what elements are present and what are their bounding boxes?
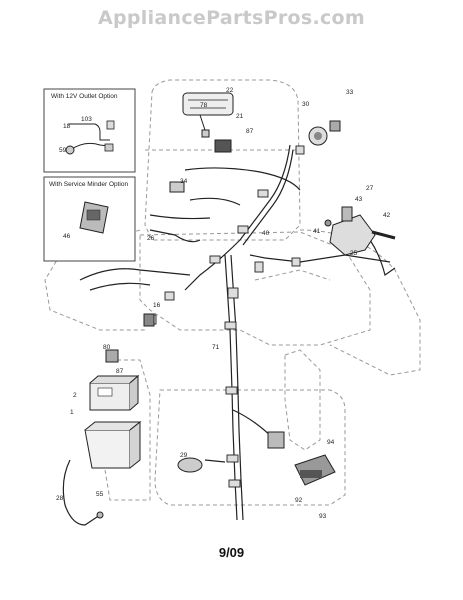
callout-87-battery: 87 xyxy=(116,368,124,375)
callout-103: 103 xyxy=(81,116,92,123)
callout-2: 2 xyxy=(73,392,77,399)
callout-22: 22 xyxy=(226,87,234,94)
callout-1: 1 xyxy=(70,409,74,416)
callout-93: 93 xyxy=(319,513,327,520)
callout-34: 34 xyxy=(180,178,188,185)
callout-40: 40 xyxy=(262,230,270,237)
callout-41: 41 xyxy=(313,228,321,235)
callout-33: 33 xyxy=(346,89,354,96)
component-switch-34 xyxy=(169,181,185,193)
callout-28: 28 xyxy=(56,495,64,502)
component-battery-tray xyxy=(84,420,142,469)
callout-46: 46 xyxy=(63,233,71,240)
inset-minder-title: With Service Minder Option xyxy=(49,181,128,188)
callout-80: 80 xyxy=(103,344,111,351)
component-ground-wire-28 xyxy=(96,511,104,519)
callout-87-top: 87 xyxy=(246,128,254,135)
component-fuse-holder xyxy=(267,431,285,449)
component-switch-87-top xyxy=(214,139,232,153)
component-switch-16 xyxy=(143,313,155,327)
callout-27: 27 xyxy=(366,185,374,192)
watermark-text: AppliancePartsPros.com xyxy=(97,7,365,29)
callout-30: 30 xyxy=(302,101,310,108)
callout-21: 21 xyxy=(236,113,244,120)
page-footer-date: 9/09 xyxy=(218,545,245,560)
callout-18: 18 xyxy=(63,123,71,130)
callout-43: 43 xyxy=(355,196,363,203)
component-solenoid-starter xyxy=(324,206,396,256)
callout-78: 78 xyxy=(200,102,208,109)
callout-42: 42 xyxy=(383,212,391,219)
callout-71: 71 xyxy=(212,344,220,351)
component-headlight-assembly xyxy=(182,92,234,138)
callout-92: 92 xyxy=(295,497,303,504)
callout-26: 26 xyxy=(147,235,155,242)
callout-59: 59 xyxy=(59,147,67,154)
callout-55: 55 xyxy=(96,491,104,498)
callout-94: 94 xyxy=(327,439,335,446)
component-seat-switch-29 xyxy=(177,457,203,473)
callout-29: 29 xyxy=(180,452,188,459)
inset-outlet-title: With 12V Outlet Option xyxy=(51,93,118,100)
inset-outlet-option: With 12V Outlet Option xyxy=(43,88,136,173)
component-switch-80 xyxy=(105,349,119,363)
component-battery xyxy=(89,374,140,411)
callout-labels: 22 78 21 87 30 33 34 27 43 42 41 25 40 2… xyxy=(56,87,391,520)
inset-minder-option: With Service Minder Option xyxy=(43,176,136,262)
component-module-94 xyxy=(294,454,336,486)
callout-16: 16 xyxy=(153,302,161,309)
component-ignition-switch xyxy=(308,120,341,146)
callout-25: 25 xyxy=(350,250,358,257)
